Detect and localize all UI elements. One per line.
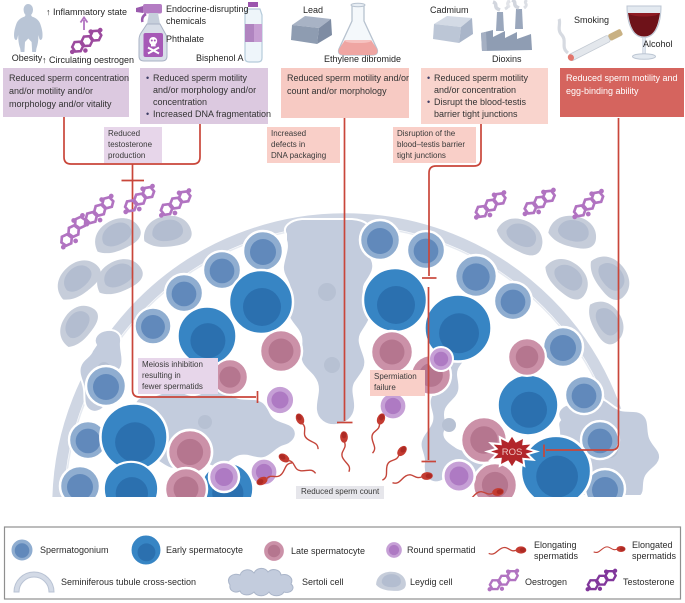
svg-text:ROS: ROS xyxy=(502,447,523,458)
